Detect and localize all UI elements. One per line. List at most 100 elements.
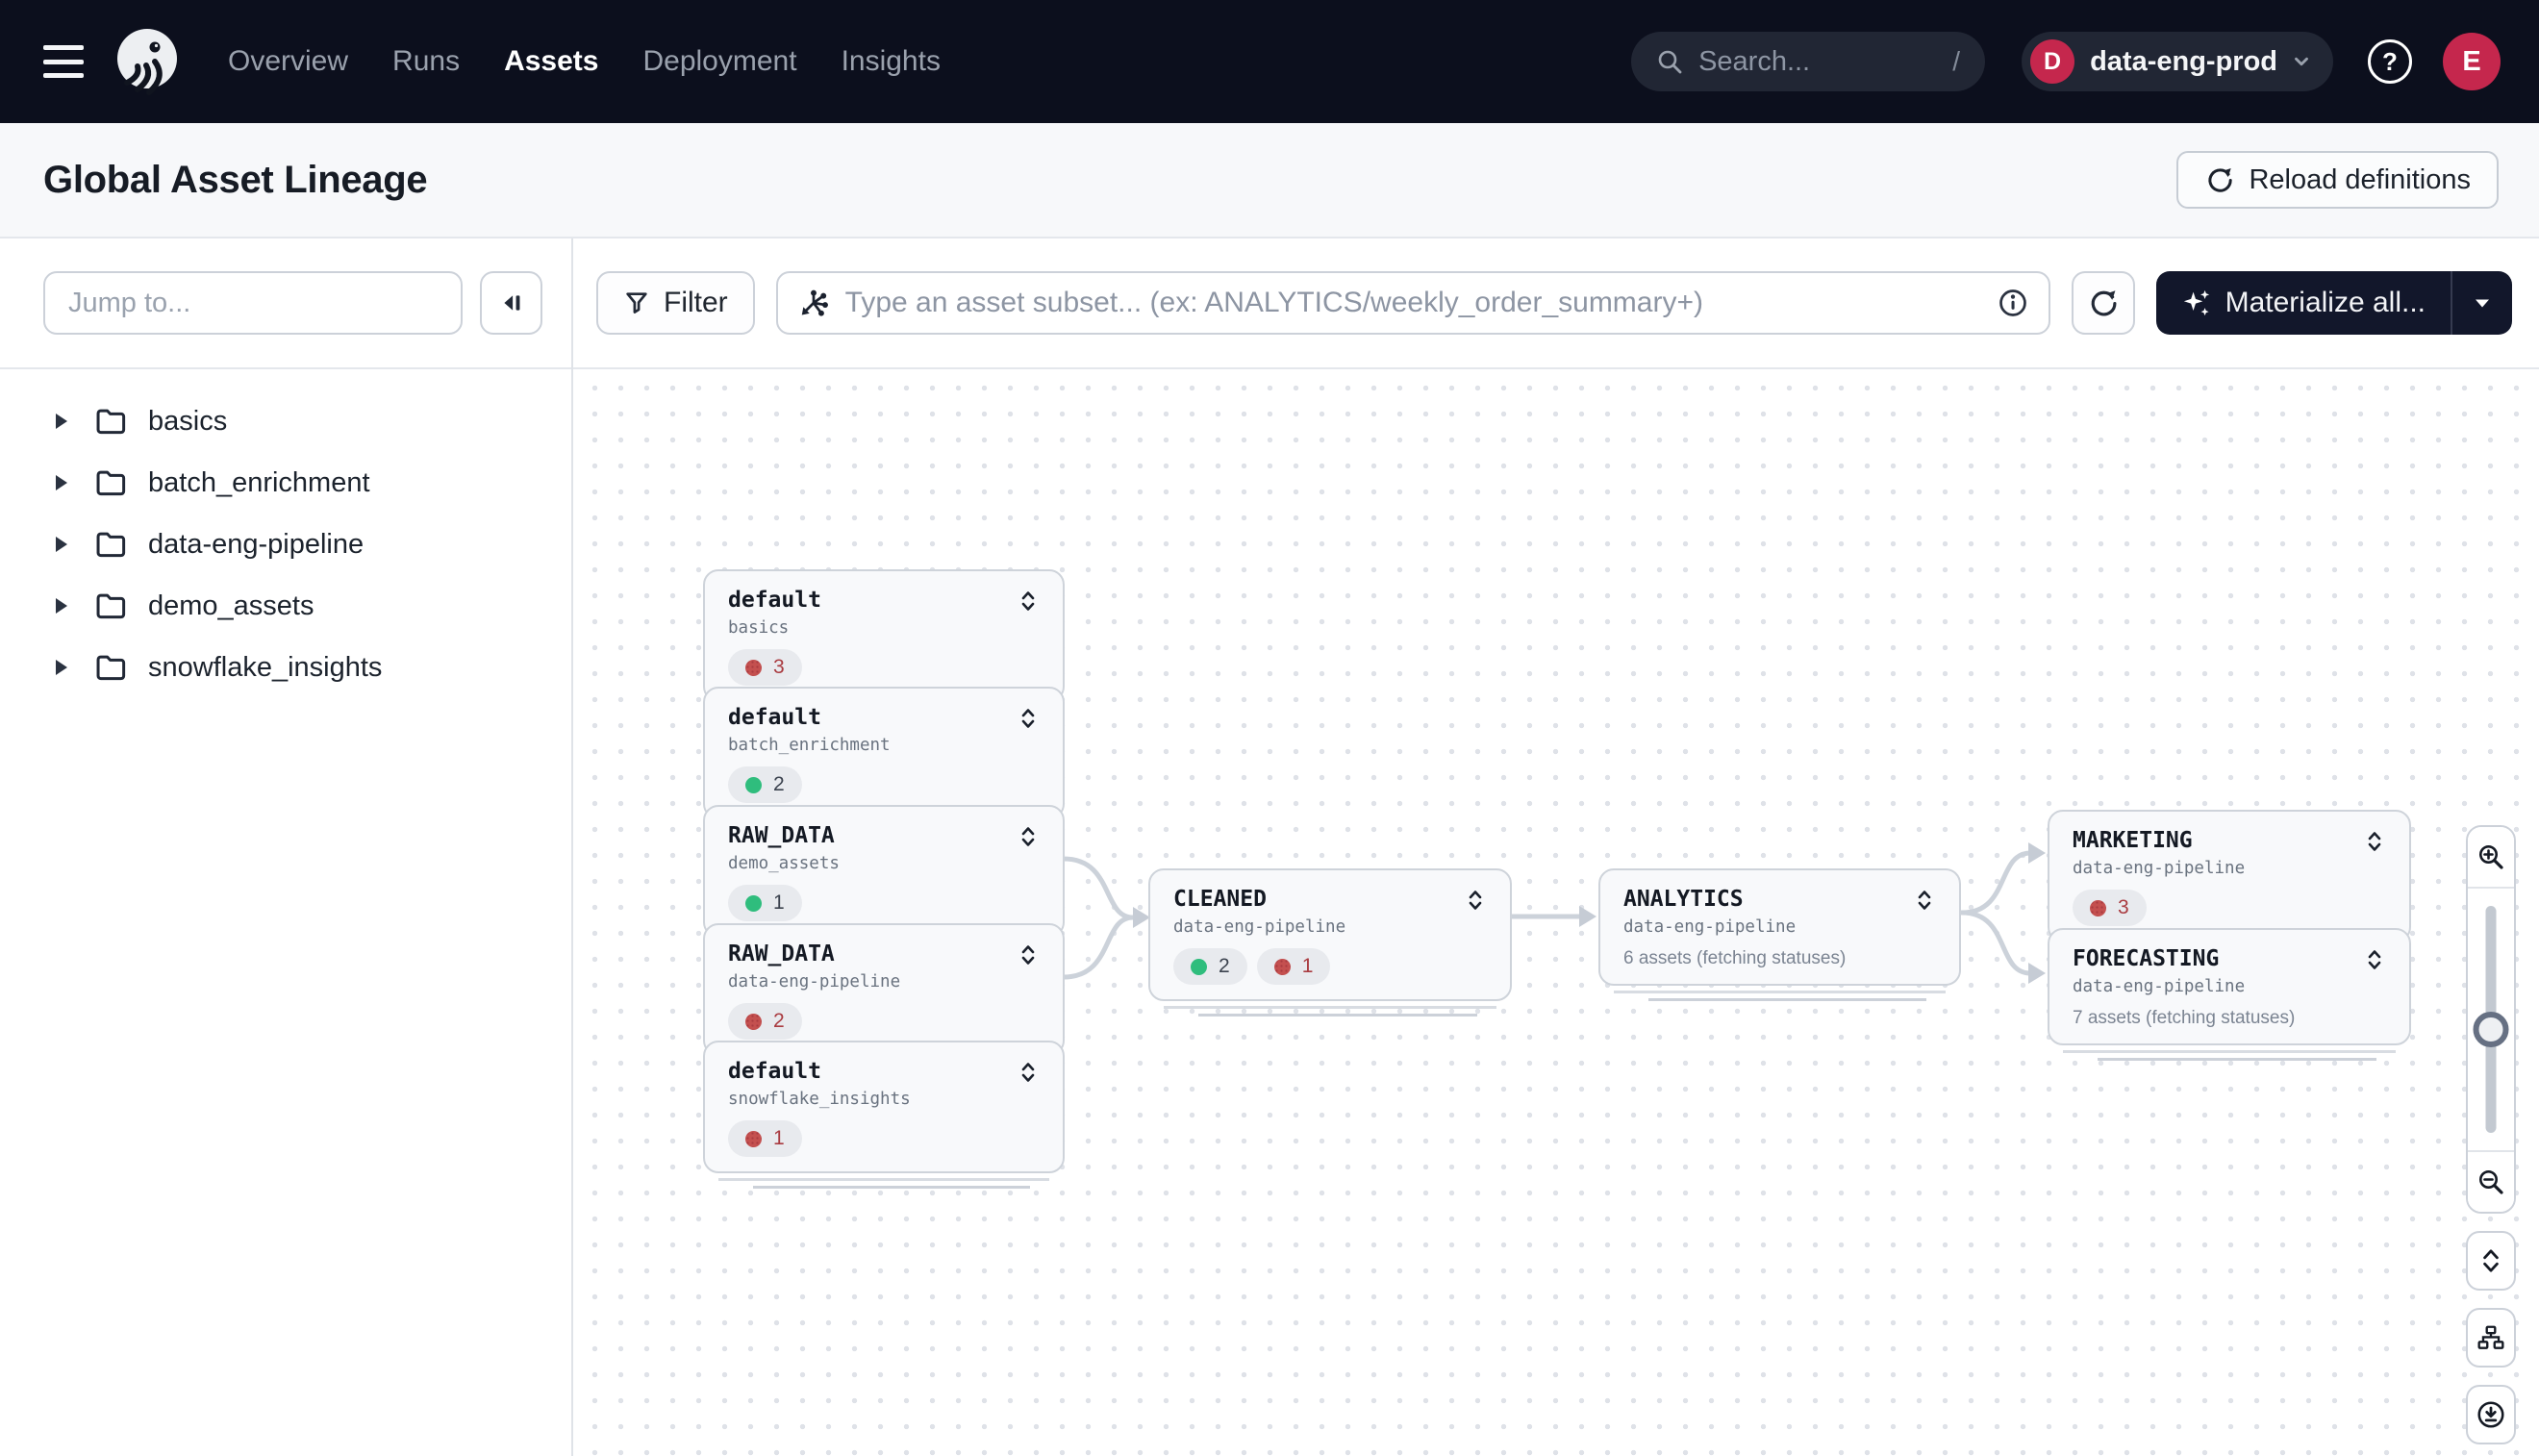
filter-button[interactable]: Filter xyxy=(596,271,755,335)
sidebar-item-data-eng-pipeline[interactable]: data-eng-pipeline xyxy=(0,514,571,575)
failed-count: 2 xyxy=(773,1010,785,1032)
sidebar-item-snowflake-insights[interactable]: snowflake_insights xyxy=(0,637,571,698)
failed-count: 1 xyxy=(773,1127,785,1149)
reload-definitions-button[interactable]: Reload definitions xyxy=(2176,151,2499,209)
asset-group-node-marketing[interactable]: MARKETING data-eng-pipeline 3 xyxy=(2048,810,2411,958)
asset-group-node-default-snowflake-insights[interactable]: default snowflake_insights 1 xyxy=(703,1041,1065,1189)
sparkle-icon xyxy=(2183,289,2209,316)
asset-group-tree: basics batch_enrichment data-eng-pipelin… xyxy=(0,369,571,698)
search-input[interactable]: Search... / xyxy=(1631,32,1986,91)
materialized-count: 1 xyxy=(773,891,785,914)
unfold-icon[interactable] xyxy=(1017,941,1040,968)
chevron-down-icon xyxy=(2295,57,2308,66)
zoom-control-group xyxy=(2466,825,2516,1214)
node-status-note: 7 assets (fetching statuses) xyxy=(2073,1008,2296,1028)
materialized-count-badge: 1 xyxy=(728,885,802,921)
materialize-options-caret[interactable] xyxy=(2452,271,2512,335)
caret-right-icon[interactable] xyxy=(56,660,67,675)
relayout-graph-button[interactable] xyxy=(2466,1308,2516,1368)
unfold-icon[interactable] xyxy=(2363,946,2386,973)
materialized-status-dot xyxy=(745,776,762,793)
zoom-out-icon xyxy=(2479,1170,2503,1194)
asset-group-node-default-basics[interactable]: default basics 3 xyxy=(703,569,1065,717)
node-group-path: data-eng-pipeline xyxy=(728,972,901,992)
zoom-in-button[interactable] xyxy=(2468,827,2514,889)
expand-collapse-all-button[interactable] xyxy=(2466,1231,2516,1291)
main-area: basics batch_enrichment data-eng-pipelin… xyxy=(0,238,2539,1456)
nav-item-runs[interactable]: Runs xyxy=(392,45,461,77)
folder-icon xyxy=(96,409,126,435)
collapse-sidebar-button[interactable] xyxy=(480,271,542,335)
menu-icon[interactable] xyxy=(43,45,84,78)
node-title: default xyxy=(728,1059,821,1084)
zoom-slider xyxy=(2468,889,2514,1150)
asset-group-node-rawdata-demo-assets[interactable]: RAW_DATA demo_assets 1 xyxy=(703,805,1065,953)
node-group-path: data-eng-pipeline xyxy=(2073,859,2246,878)
asset-group-node-cleaned[interactable]: CLEANED data-eng-pipeline 2 1 xyxy=(1148,868,1512,1017)
nav-item-assets[interactable]: Assets xyxy=(504,45,599,77)
filter-icon xyxy=(626,292,647,314)
nav-item-overview[interactable]: Overview xyxy=(228,45,349,77)
unfold-icon[interactable] xyxy=(1017,823,1040,850)
workspace-badge: D xyxy=(2030,39,2075,84)
failed-count-badge: 3 xyxy=(2073,890,2147,926)
failed-status-dot xyxy=(1273,958,1291,975)
unfold-icon[interactable] xyxy=(1017,1059,1040,1086)
node-title: MARKETING xyxy=(2073,828,2193,853)
sidebar-item-basics[interactable]: basics xyxy=(0,390,571,452)
page-title: Global Asset Lineage xyxy=(43,158,428,201)
asset-subset-input[interactable] xyxy=(844,287,1981,319)
workspace-switcher[interactable]: D data-eng-prod xyxy=(2022,32,2333,91)
failed-count: 3 xyxy=(2118,896,2129,918)
folder-icon xyxy=(96,593,126,619)
lineage-canvas[interactable]: default basics 3 default batch_enrichmen… xyxy=(573,369,2539,1456)
materialize-all-action[interactable]: Materialize all... xyxy=(2156,271,2451,335)
dagster-logo[interactable] xyxy=(109,23,186,100)
failed-count-badge: 2 xyxy=(728,1003,802,1040)
asset-group-node-analytics[interactable]: ANALYTICS data-eng-pipeline 6 assets (fe… xyxy=(1598,868,1961,1001)
page-header: Global Asset Lineage Reload definitions xyxy=(0,123,2539,238)
caret-right-icon[interactable] xyxy=(56,598,67,614)
unfold-icon[interactable] xyxy=(1017,705,1040,732)
failed-count-badge: 1 xyxy=(728,1120,802,1157)
unfold-icon[interactable] xyxy=(2363,828,2386,855)
folder-icon xyxy=(96,470,126,496)
zoom-in-icon xyxy=(2479,845,2503,869)
caret-right-icon[interactable] xyxy=(56,414,67,429)
unfold-icon[interactable] xyxy=(1017,588,1040,615)
reload-definitions-label: Reload definitions xyxy=(2249,163,2471,195)
caret-right-icon[interactable] xyxy=(56,475,67,490)
jump-to-input[interactable] xyxy=(43,271,464,335)
sidebar-item-demo-assets[interactable]: demo_assets xyxy=(0,575,571,637)
asset-group-node-forecasting[interactable]: FORECASTING data-eng-pipeline 7 assets (… xyxy=(2048,928,2411,1061)
node-group-path: data-eng-pipeline xyxy=(1173,917,1346,937)
download-image-button[interactable] xyxy=(2466,1385,2516,1444)
group-label: snowflake_insights xyxy=(148,651,383,683)
help-icon[interactable]: ? xyxy=(2368,39,2412,84)
failed-status-dot xyxy=(745,1130,762,1147)
lineage-graph-section: Filter xyxy=(573,238,2539,1456)
zoom-out-button[interactable] xyxy=(2468,1150,2514,1212)
sidebar-item-batch-enrichment[interactable]: batch_enrichment xyxy=(0,452,571,514)
nav-item-insights[interactable]: Insights xyxy=(841,45,941,77)
unfold-icon[interactable] xyxy=(1913,887,1936,914)
asset-groups-sidebar: basics batch_enrichment data-eng-pipelin… xyxy=(0,238,573,1456)
failed-count-badge: 3 xyxy=(728,649,802,686)
unfold-icon[interactable] xyxy=(1464,887,1487,914)
folder-icon xyxy=(96,655,126,681)
search-shortcut: / xyxy=(1952,46,1961,76)
materialized-status-dot xyxy=(745,894,762,912)
zoom-slider-handle[interactable] xyxy=(2473,1012,2509,1047)
node-title: ANALYTICS xyxy=(1623,887,1744,912)
caret-right-icon[interactable] xyxy=(56,537,67,552)
asset-group-node-default-batch-enrichment[interactable]: default batch_enrichment 2 xyxy=(703,687,1065,835)
info-icon[interactable] xyxy=(1997,287,2029,319)
asset-subset-field xyxy=(775,271,2050,335)
refresh-graph-button[interactable] xyxy=(2071,271,2135,335)
graph-controls xyxy=(2466,825,2516,1444)
sidebar-top-bar xyxy=(0,238,571,369)
failed-count: 1 xyxy=(1301,955,1314,977)
asset-group-node-rawdata-data-eng-pipeline[interactable]: RAW_DATA data-eng-pipeline 2 xyxy=(703,923,1065,1071)
nav-item-deployment[interactable]: Deployment xyxy=(642,45,797,77)
user-avatar[interactable]: E xyxy=(2443,33,2501,90)
